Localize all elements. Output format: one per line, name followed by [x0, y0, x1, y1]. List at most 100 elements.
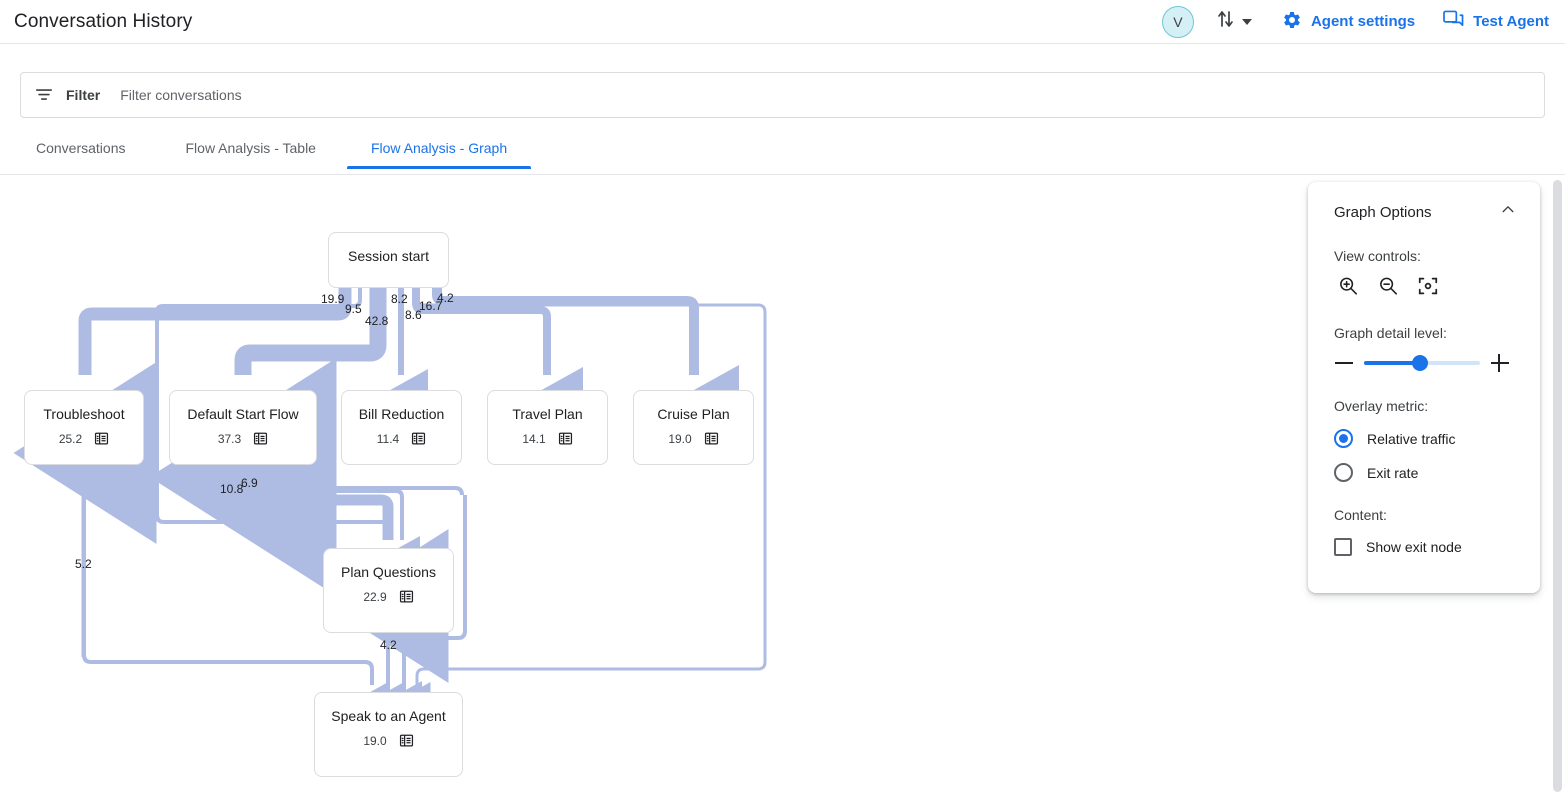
sort-arrows-icon	[1216, 8, 1235, 35]
flow-edge-label: 16.7	[419, 299, 443, 313]
tab-conversations[interactable]: Conversations	[36, 140, 126, 156]
chevron-up-icon[interactable]	[1500, 202, 1516, 223]
flow-node-label: Plan Questions	[341, 564, 436, 580]
radio-exit-rate-label: Exit rate	[1367, 464, 1419, 481]
overlay-metric-label: Overlay metric:	[1334, 398, 1429, 414]
flow-node-label: Speak to an Agent	[331, 708, 446, 724]
tab-flow-analysis-table[interactable]: Flow Analysis - Table	[185, 140, 316, 156]
graph-detail-slider[interactable]	[1364, 355, 1480, 371]
table-rows-icon[interactable]	[558, 431, 573, 446]
flow-node-cruise-plan[interactable]: Cruise Plan 19.0	[633, 390, 754, 465]
flow-node-plan-questions[interactable]: Plan Questions 22.9	[323, 548, 454, 633]
fit-to-screen-icon[interactable]	[1414, 272, 1442, 300]
avatar-initial: V	[1173, 13, 1183, 30]
table-rows-icon[interactable]	[399, 589, 414, 604]
flow-node-label: Cruise Plan	[657, 406, 730, 422]
radio-icon-unselected	[1334, 463, 1353, 482]
slider-thumb[interactable]	[1411, 355, 1428, 371]
flow-node-bill-reduction[interactable]: Bill Reduction 11.4	[341, 390, 462, 465]
table-rows-icon[interactable]	[94, 431, 109, 446]
tab-bar: Conversations Flow Analysis - Table Flow…	[0, 133, 1565, 175]
graph-options-panel: Graph Options View controls:	[1308, 182, 1540, 593]
top-header-bar: Conversation History V Agent settings	[0, 0, 1565, 44]
flow-edges	[13, 288, 767, 721]
slider-fill	[1364, 361, 1420, 365]
table-rows-icon[interactable]	[704, 431, 719, 446]
content-label: Content:	[1334, 507, 1387, 523]
vertical-scrollbar-thumb[interactable]	[1553, 180, 1562, 792]
agent-settings-button[interactable]: Agent settings	[1282, 10, 1415, 34]
flow-edge-label: 8.6	[405, 308, 422, 322]
flow-node-label: Default Start Flow	[187, 406, 299, 422]
flow-node-label: Travel Plan	[512, 406, 583, 422]
table-rows-icon[interactable]	[253, 431, 268, 446]
flow-edge-label: 5.2	[75, 557, 92, 571]
tab-flow-analysis-graph[interactable]: Flow Analysis - Graph	[346, 133, 532, 169]
flow-node-metrics: 19.0	[668, 431, 718, 446]
flow-node-troubleshoot[interactable]: Troubleshoot 25.2	[24, 390, 144, 465]
flow-node-value: 19.0	[363, 733, 387, 748]
table-rows-icon[interactable]	[411, 431, 426, 446]
test-agent-button[interactable]: Test Agent	[1443, 10, 1549, 33]
chevron-down-icon	[1241, 18, 1252, 25]
page-title: Conversation History	[14, 10, 193, 32]
flow-node-value: 22.9	[363, 589, 387, 604]
gear-icon	[1282, 10, 1302, 34]
flow-node-metrics: 25.2	[59, 431, 109, 446]
flow-node-default-start-flow[interactable]: Default Start Flow 37.3	[169, 390, 317, 465]
graph-options-title: Graph Options	[1334, 204, 1432, 221]
search-input[interactable]	[118, 75, 519, 115]
zoom-in-icon[interactable]	[1334, 272, 1362, 300]
agent-settings-label: Agent settings	[1310, 13, 1416, 30]
flow-edge-label: 6.9	[241, 476, 258, 490]
minus-icon[interactable]	[1334, 353, 1354, 373]
flow-edge-label: 19.9	[321, 292, 345, 306]
header-actions: V Agent settings	[1161, 0, 1565, 44]
chat-bubble-icon	[1443, 10, 1464, 33]
graph-detail-level-label: Graph detail level:	[1334, 325, 1447, 341]
flow-node-metrics: 37.3	[218, 431, 268, 446]
checkbox-show-exit-node[interactable]: Show exit node	[1334, 538, 1516, 556]
flow-edge-label: 9.5	[345, 302, 362, 316]
flow-edge-label: 4.2	[437, 291, 454, 305]
table-rows-icon[interactable]	[399, 733, 414, 748]
flow-node-label: Bill Reduction	[358, 406, 445, 422]
flow-node-metrics: 14.1	[522, 431, 572, 446]
checkbox-show-exit-node-label: Show exit node	[1366, 539, 1462, 555]
flow-node-label: Troubleshoot	[43, 406, 125, 422]
filter-icon[interactable]	[35, 86, 53, 104]
flow-edge-label: 42.8	[365, 314, 389, 328]
flow-node-value: 25.2	[58, 431, 83, 446]
filter-label: Filter	[66, 87, 101, 103]
plus-icon[interactable]	[1490, 353, 1510, 373]
view-controls-label: View controls:	[1334, 248, 1421, 264]
test-agent-label: Test Agent	[1473, 13, 1549, 30]
flow-node-value: 37.3	[217, 431, 242, 446]
flow-edge-label: 8.2	[391, 292, 408, 306]
radio-exit-rate[interactable]: Exit rate	[1334, 463, 1516, 482]
flow-node-value: 11.4	[376, 431, 400, 446]
flow-node-session-start[interactable]: Session start	[328, 232, 449, 288]
checkbox-icon	[1334, 538, 1352, 556]
radio-relative-traffic-label: Relative traffic	[1367, 430, 1456, 447]
flow-node-metrics: 11.4	[377, 431, 426, 446]
radio-icon-selected	[1334, 429, 1353, 448]
graph-options-header[interactable]: Graph Options	[1334, 202, 1516, 223]
view-controls-group	[1334, 272, 1516, 300]
flow-node-metrics: 19.0	[363, 733, 413, 748]
flow-node-label: Session start	[348, 248, 429, 264]
filter-bar: Filter	[20, 72, 1545, 118]
graph-detail-slider-row	[1334, 353, 1516, 373]
zoom-out-icon[interactable]	[1374, 272, 1402, 300]
radio-relative-traffic[interactable]: Relative traffic	[1334, 429, 1516, 448]
flow-node-travel-plan[interactable]: Travel Plan 14.1	[487, 390, 608, 465]
flow-node-value: 14.1	[522, 431, 546, 446]
flow-node-metrics: 22.9	[363, 589, 413, 604]
sort-dropdown[interactable]	[1216, 8, 1252, 35]
flow-edge-label: 4.2	[380, 638, 397, 652]
flow-edge-label: 10.8	[220, 482, 244, 496]
avatar[interactable]: V	[1161, 5, 1194, 38]
flow-node-speak-to-an-agent[interactable]: Speak to an Agent 19.0	[314, 692, 463, 777]
flow-node-value: 19.0	[668, 431, 692, 446]
